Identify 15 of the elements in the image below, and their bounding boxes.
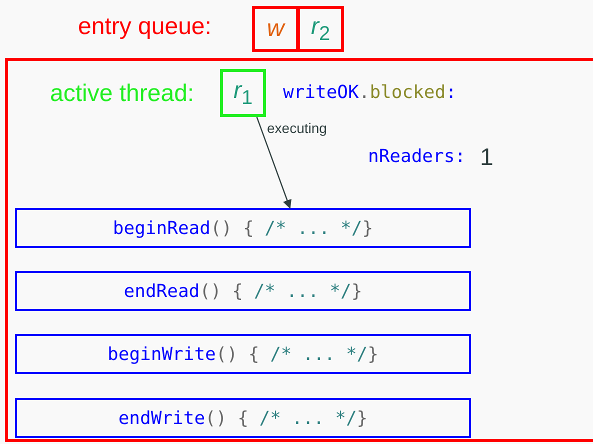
method-box: endWrite() { /* ... */} <box>15 398 471 438</box>
arrow <box>256 116 292 209</box>
variable-name: nReaders: <box>368 147 466 167</box>
variable-value: 1 <box>480 145 494 172</box>
thread-box: r$_{1}$ <box>220 69 266 117</box>
queue-slot: r$_{2}$ <box>297 6 344 52</box>
thread-label: active thread: <box>50 81 194 108</box>
queue-label: entry queue: <box>78 14 212 40</box>
condition-label: writeOK.blocked: <box>283 83 456 103</box>
method-box: beginWrite() { /* ... */} <box>15 334 471 374</box>
queue-slot: w <box>252 6 299 52</box>
monitor-box <box>5 58 593 442</box>
edge-label: executing <box>267 121 327 136</box>
method-box: beginRead() { /* ... */} <box>15 208 471 248</box>
method-box: endRead() { /* ... */} <box>15 271 471 311</box>
